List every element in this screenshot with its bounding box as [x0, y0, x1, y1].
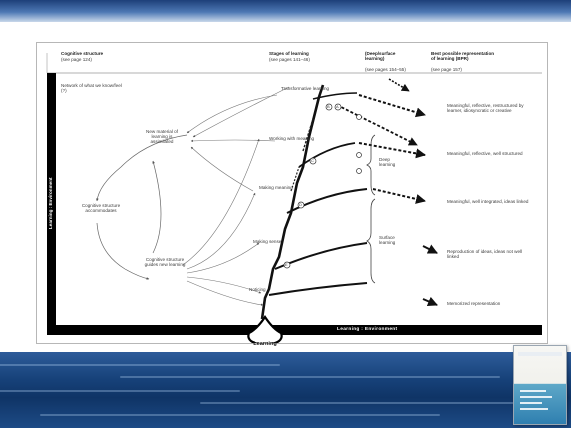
- marker-a-circle: [334, 103, 342, 111]
- book-cover-image: [513, 345, 567, 425]
- marker-a: A: [336, 104, 339, 109]
- making-meaning-line: [286, 188, 368, 214]
- header-cognitive-title: Cognitive structure: [61, 51, 104, 56]
- marker-b: B: [327, 104, 330, 109]
- cognitive-guides: Cognitive structure guides new learning: [144, 257, 186, 268]
- bpr-arrow-deep: [336, 104, 418, 146]
- bpr-arrow-sense: [422, 244, 438, 254]
- slide-top-band: [0, 0, 571, 22]
- stage-noticing: Noticing: [249, 287, 266, 292]
- stage-staircase: [260, 84, 325, 320]
- cycle-arrow-2: [96, 222, 150, 280]
- marker-b-circle: [325, 103, 333, 111]
- cognitive-accommodates: Cognitive structure accommodates: [81, 203, 121, 214]
- stage-transformative: Transformative learning: [281, 86, 330, 91]
- marker-d: D: [299, 202, 302, 207]
- surface-learning-label: Surface learning: [379, 235, 396, 246]
- cognitive-network: Network of what we know/feel (?): [61, 83, 122, 94]
- header-bpr-title: Best possible representation of learning…: [431, 51, 495, 62]
- header-cognitive-sub: (see page 124): [61, 57, 92, 62]
- diagram-graphics: [46, 53, 542, 343]
- cognitive-new-material: New material of learning is assimilated: [146, 129, 178, 145]
- environment-label-horizontal: Learning : Environment: [337, 327, 398, 332]
- working-meaning-line: [298, 142, 356, 168]
- marker-e: E: [285, 262, 288, 267]
- learning-bubble: [247, 315, 283, 343]
- header-deep-title: (Deep/surface learning): [365, 51, 396, 62]
- bpr-arrow-transformative: [358, 94, 426, 118]
- stage-working: Working with meaning: [269, 136, 315, 141]
- cycle-arrow-1: [95, 134, 188, 202]
- slide-bottom-band: [0, 352, 571, 428]
- environment-label-vertical: Learning : Environment: [48, 177, 53, 229]
- deep-learning-label: Deep learning: [379, 157, 396, 168]
- header-stages-sub: (see pages 141–46): [269, 57, 310, 62]
- header-bpr-sub: (see page 157): [431, 67, 462, 72]
- stage-making-sense: Making sense: [253, 239, 282, 244]
- environment-horizontal-bar: [47, 325, 542, 335]
- bpr-transformative: Meaningful, reflective, restructured by …: [447, 103, 524, 114]
- bpr-making-sense: Reproduction of ideas, ideas not well li…: [447, 249, 523, 260]
- surface-brace: [366, 198, 376, 284]
- marker-e-circle: [283, 261, 291, 269]
- cycle-arrow-3: [152, 160, 162, 254]
- deep-brace: [366, 134, 376, 196]
- learning-label: Learning: [253, 341, 277, 347]
- marker-d-circle: [297, 201, 305, 209]
- noticing-line: [268, 282, 368, 296]
- bpr-working: Meaningful, reflective, well structured: [447, 151, 523, 156]
- marker-c-circle: [309, 157, 317, 165]
- learning-stages-diagram: Cognitive structure (see page 124) Stage…: [36, 42, 548, 347]
- stage-making-meaning: Making meaning: [259, 185, 293, 190]
- header-deep-sub: (see pages 154–55): [365, 67, 406, 72]
- bpr-arrow-working: [358, 142, 426, 159]
- transformative-line: [312, 92, 358, 100]
- bpr-making-meaning: Meaningful, well integrated, ideas linke…: [447, 199, 529, 204]
- bpr-noticing: Memorized representation: [447, 301, 501, 306]
- bpr-arrow-noticing: [422, 296, 438, 307]
- marker-c: C: [311, 158, 314, 163]
- bpr-arrow-meaning: [372, 188, 426, 204]
- environment-vertical-bar: [47, 73, 56, 335]
- header-stages-title: Stages of learning: [269, 51, 309, 56]
